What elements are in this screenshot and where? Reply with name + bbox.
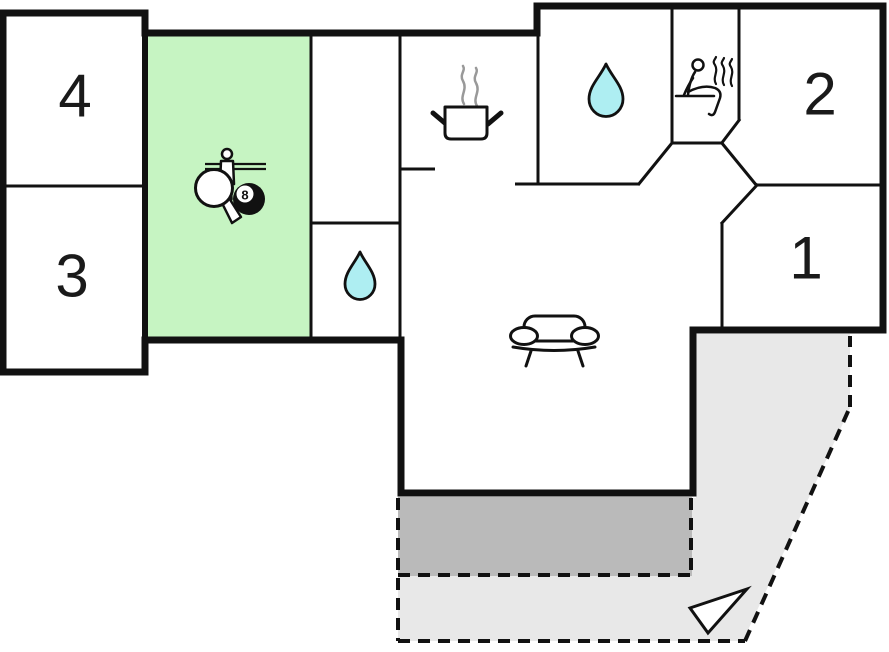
steam-lines (720, 56, 726, 87)
compass-arrow-icon (687, 585, 752, 636)
steam-lines (460, 64, 466, 106)
cooking-pot-icon (430, 64, 504, 141)
water-drop-icon (587, 62, 625, 118)
bedroom3-label: 3 (55, 243, 88, 310)
left-wing-bg (3, 13, 145, 372)
steam-lines (728, 57, 734, 88)
sauna-person-icon (674, 55, 734, 117)
bedroom4-label: 4 (58, 63, 91, 130)
bedroom1-label: 1 (789, 225, 822, 292)
terrace-light-area (398, 334, 850, 641)
game-room-icons: 8 (194, 147, 266, 225)
water-drop-icon (343, 250, 377, 301)
sofa-icon (509, 314, 600, 368)
bedroom2-label: 2 (803, 61, 836, 128)
room-labels: 4 3 2 1 (55, 61, 836, 310)
eight-ball-icon: 8 (233, 183, 265, 215)
terrace-dashed-boundaries (396, 336, 852, 643)
room-fills (3, 13, 883, 641)
interior-walls (3, 7, 886, 339)
living-bg (401, 333, 693, 493)
pot-body (443, 105, 489, 141)
eight-ball-number: 8 (241, 188, 248, 203)
exterior-walls (0, 2, 887, 497)
steam-lines (712, 55, 718, 86)
table-tennis-paddle-icon (194, 168, 243, 225)
steam-lines (473, 66, 479, 108)
dashed-diagonal-edge (743, 406, 852, 642)
terrace-dark-area (398, 497, 692, 576)
sofa-legs (524, 349, 585, 368)
